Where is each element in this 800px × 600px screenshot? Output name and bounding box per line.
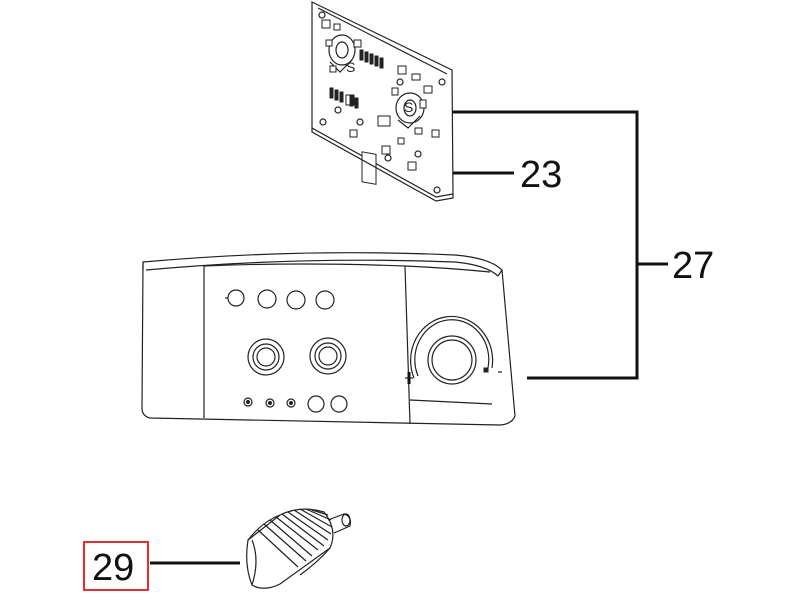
- callout-29-box: 29: [83, 541, 149, 591]
- leader-lines: [150, 110, 668, 565]
- svg-text:S: S: [404, 99, 413, 115]
- indicator-buttons-bottom: [243, 395, 348, 413]
- callout-27: 27: [672, 245, 714, 287]
- replacement-knob: [246, 508, 351, 589]
- coil-left: S: [328, 34, 356, 75]
- callout-23: 23: [520, 154, 562, 196]
- small-components: [321, 19, 440, 171]
- rotary-knob-left: [247, 338, 285, 376]
- resistor-row-top: [359, 49, 384, 69]
- temperature-dial: [405, 315, 494, 385]
- rotary-knob-right: [309, 337, 347, 375]
- circuit-board: S S: [311, 1, 454, 202]
- indicator-buttons-top: [225, 289, 335, 310]
- resistor-row-mid: [329, 87, 359, 109]
- svg-text:S: S: [346, 59, 355, 75]
- coil-right: S: [395, 92, 425, 129]
- callout-29: 29: [92, 547, 134, 589]
- control-panel-housing: [141, 252, 516, 426]
